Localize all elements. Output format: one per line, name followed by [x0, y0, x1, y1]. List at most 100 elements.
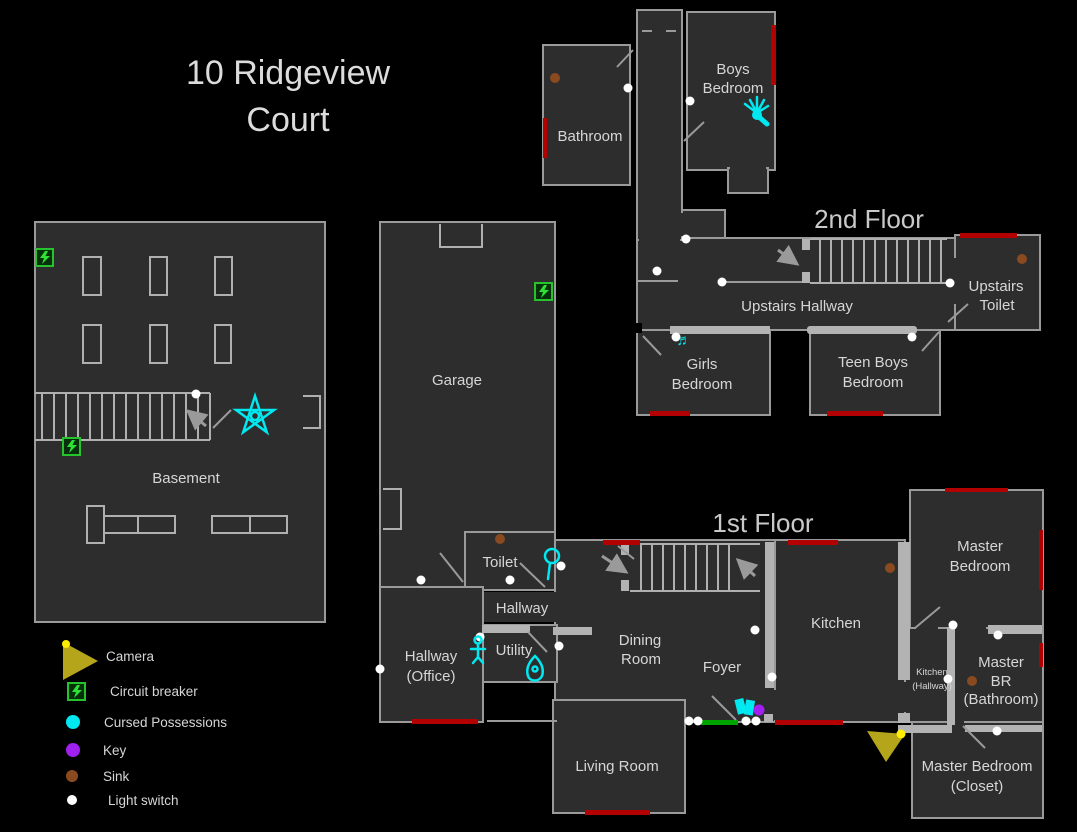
room-label-closet-1: Master Bedroom: [922, 758, 1033, 775]
circuit-breaker-icon: [534, 282, 553, 301]
light-switch-dot: [741, 716, 751, 726]
camera-icon: [867, 729, 906, 762]
first-floor: 1st Floor: [375, 221, 1044, 819]
wall-girls-top: [670, 326, 770, 334]
light-switch-dot: [693, 716, 703, 726]
room-label-upstairs-toilet-2: Toilet: [979, 297, 1015, 314]
hallway-notch: [633, 323, 642, 333]
key-dot: [753, 704, 765, 716]
light-switch-dot: [554, 641, 564, 651]
sink-dot: [967, 676, 977, 686]
door-swings-1f: [439, 552, 986, 749]
light-switch-dot: [556, 561, 566, 571]
light-switch-dot: [505, 575, 515, 585]
wall-foyer-kitchen: [765, 542, 774, 688]
room-label-kitchen-hallway-2: (Hallway): [912, 681, 952, 692]
room-living-room: [552, 699, 686, 814]
light-switch-dot: [652, 266, 662, 276]
window-living-room: [585, 810, 650, 815]
sink-dot: [1017, 254, 1027, 264]
window-teen-boys-bedroom: [827, 411, 883, 416]
light-switch-dot: [623, 83, 633, 93]
upstairs-corridor: [636, 9, 683, 241]
sink-dot: [885, 563, 895, 573]
stairs-direction-arrow: [185, 409, 209, 431]
room-label-dining-1: Dining: [619, 632, 662, 649]
front-door: [701, 720, 738, 725]
light-switch-dot: [671, 332, 681, 342]
monkey-paw-icon: [743, 95, 770, 127]
floor-label-2nd: 2nd Floor: [814, 204, 924, 234]
upstairs-alcove: [681, 209, 726, 239]
circuit-breaker-icon: [35, 248, 54, 267]
room-label-teen-2: Bedroom: [843, 374, 904, 391]
basement-floor: Basement: [34, 221, 326, 623]
door-stub: [764, 714, 773, 722]
room-label-garage: Garage: [432, 372, 482, 389]
legend-label-sink: Sink: [103, 769, 130, 784]
window-kitchen: [788, 540, 838, 545]
light-switch-legend-icon: [67, 795, 77, 805]
light-switch-dot: [684, 716, 694, 726]
window-masterbath: [1039, 643, 1043, 667]
door-swings-2f: [616, 49, 969, 356]
sink-dot: [550, 73, 560, 83]
room-label-office-2: (Office): [407, 668, 456, 685]
circuit-breaker-legend-icon: [67, 682, 86, 701]
legend-label-cursed-possessions: Cursed Possessions: [104, 715, 227, 730]
room-utility: [482, 624, 558, 683]
wall-masterbath-top: [988, 625, 1042, 634]
window-office: [412, 719, 478, 724]
room-label-boys-2: Bedroom: [703, 80, 764, 97]
sink-legend-icon: [66, 770, 78, 782]
light-switch-dot: [681, 234, 691, 244]
light-switch-dot: [993, 630, 1003, 640]
window-master-top: [945, 488, 1008, 492]
hallway-opening: [484, 592, 558, 622]
room-hallway-office: [379, 586, 484, 723]
voodoo-doll-icon: [469, 635, 487, 665]
first-floor-stairs: [621, 543, 760, 592]
light-switch-dot: [992, 726, 1002, 736]
camera-legend-icon: [62, 640, 98, 680]
room-label-kitchen: Kitchen: [811, 615, 861, 632]
room-label-basement: Basement: [152, 470, 220, 487]
legend-label-circuit-breaker: Circuit breaker: [110, 684, 198, 699]
window-bathroom: [543, 118, 547, 158]
room-girls-bedroom: [636, 329, 771, 416]
basement-tables: [86, 505, 288, 544]
garage-side-door-frame: [383, 488, 402, 530]
wall-closet-top-right: [965, 725, 1042, 732]
stairs-direction-arrow: [776, 244, 800, 266]
room-label-bathroom: Bathroom: [557, 128, 622, 145]
room-label-masterbath-2: BR: [991, 673, 1012, 690]
room-bathroom: [542, 44, 631, 186]
light-switch-dot: [717, 277, 727, 287]
room-label-toilet: Toilet: [482, 554, 518, 571]
room-label-office-1: Hallway: [405, 648, 458, 665]
hallway-walls: [638, 280, 803, 283]
light-switch-dot: [767, 672, 777, 682]
basement-door-swing: [212, 409, 232, 429]
window-boys-bedroom: [771, 25, 776, 85]
stairs-direction-arrow: [735, 557, 759, 580]
title-line1: 10 Ridgeview: [186, 54, 391, 92]
window-master-right: [1039, 530, 1043, 590]
light-switch-dot: [943, 674, 953, 684]
title-line2: Court: [246, 101, 330, 139]
second-floor-stairs: [802, 238, 947, 284]
tarot-cards-icon: [734, 697, 756, 716]
second-floor: 2nd Floor: [542, 9, 1041, 416]
room-garage: [379, 221, 556, 588]
room-label-upstairs-toilet-1: Upstairs: [968, 278, 1023, 295]
wall-closet-top-left: [898, 725, 952, 733]
room-label-kitchen-hallway-1: Kitchen: [916, 667, 948, 678]
wall-stub: [898, 713, 910, 723]
window-girls-bedroom: [650, 411, 690, 416]
room-label-living: Living Room: [575, 758, 658, 775]
window-dining: [603, 540, 640, 545]
wall-dining-left: [553, 627, 592, 635]
legend: Camera Circuit breaker Cursed Possession…: [62, 640, 227, 808]
room-label-master-2: Bedroom: [950, 558, 1011, 575]
